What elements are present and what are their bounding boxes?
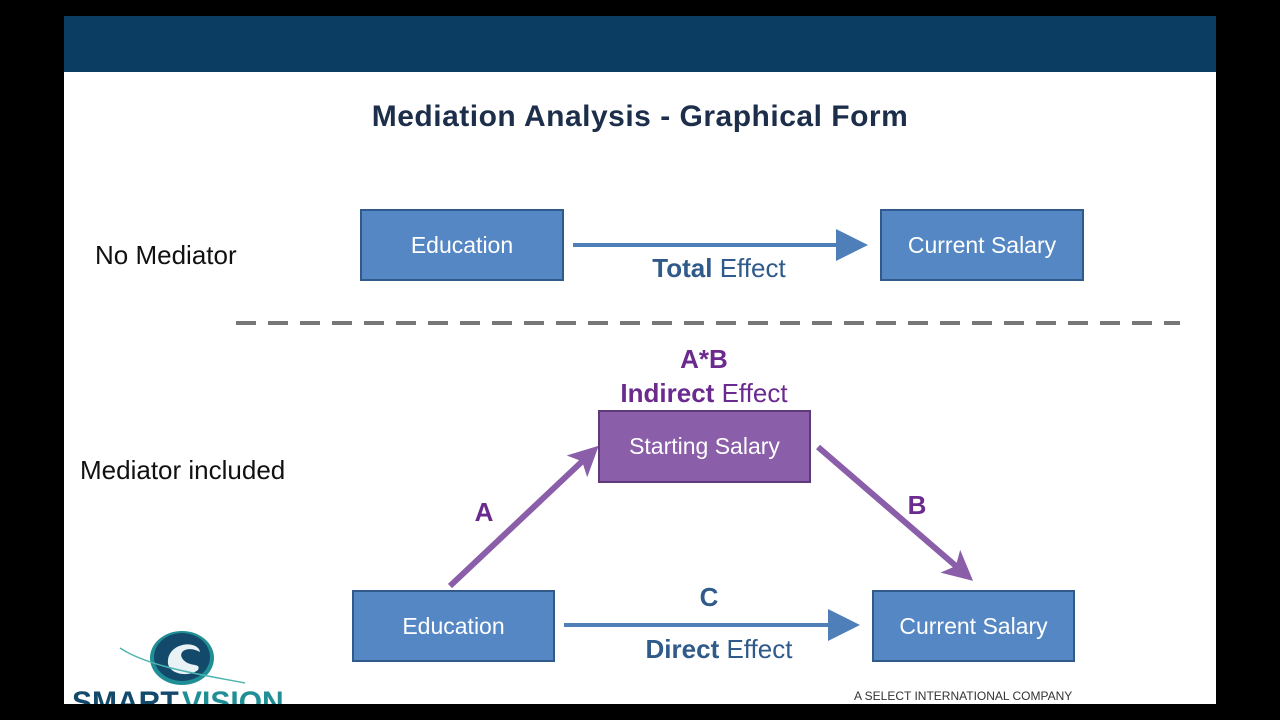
indirect-effect-bold: Indirect	[620, 378, 715, 408]
starting-salary-box: Starting Salary	[598, 410, 811, 483]
education-box-bottom: Education	[352, 590, 555, 662]
direct-effect-bold: Direct	[645, 634, 720, 664]
smartvision-logo: SMART VISION	[72, 631, 284, 704]
mediator-included-label: Mediator included	[80, 455, 286, 485]
total-effect-bold: Total	[652, 253, 713, 283]
slide: Mediation Analysis - Graphical Form No M…	[64, 16, 1216, 704]
indirect-formula: A*B	[680, 344, 728, 374]
total-effect-rest: Effect	[712, 253, 786, 283]
path-a-arrow	[447, 445, 599, 589]
total-effect-label: Total Effect	[624, 253, 814, 284]
direct-effect-rest: Effect	[719, 634, 793, 664]
education-box-top: Education	[360, 209, 564, 281]
slide-title: Mediation Analysis - Graphical Form	[371, 100, 909, 133]
diagram-arrows	[236, 229, 1180, 641]
path-c-label: C	[699, 582, 719, 612]
indirect-effect-label: Indirect Effect	[594, 378, 814, 409]
current-salary-box-bottom: Current Salary	[872, 590, 1075, 662]
direct-effect-label: Direct Effect	[619, 634, 819, 665]
path-a-label: A	[474, 497, 494, 527]
tagline: A SELECT INTERNATIONAL COMPANY	[854, 689, 1073, 703]
indirect-effect-rest: Effect	[714, 378, 788, 408]
no-mediator-label: No Mediator	[95, 240, 237, 270]
header-bar	[64, 16, 1216, 72]
svg-text:VISION: VISION	[182, 686, 284, 704]
svg-text:SMART: SMART	[72, 686, 179, 704]
path-b-label: B	[907, 490, 927, 520]
current-salary-box-top: Current Salary	[880, 209, 1084, 281]
path-b-arrow	[816, 444, 974, 581]
